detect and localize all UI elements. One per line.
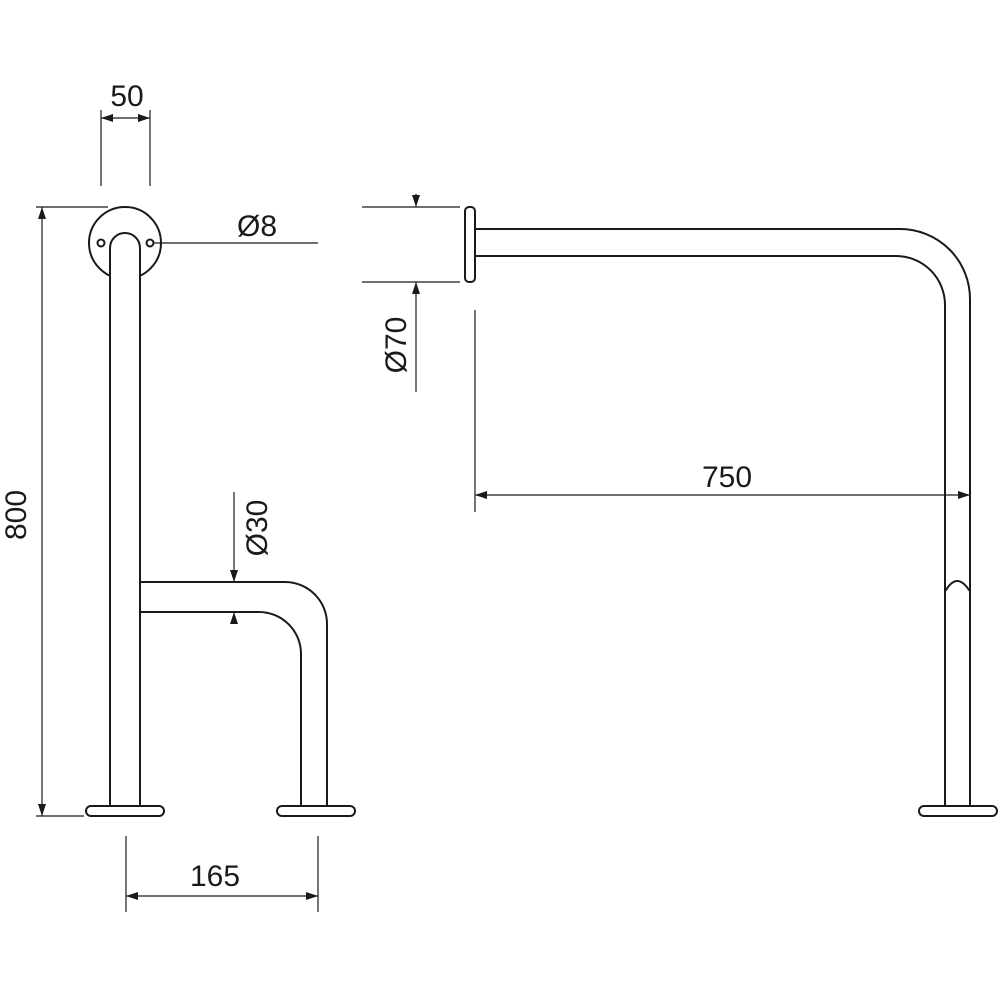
- dim-800: 800: [0, 206, 108, 817]
- dim-label-165: 165: [190, 860, 240, 893]
- dim-label-50: 50: [110, 80, 143, 113]
- arrow-head: [306, 892, 318, 900]
- arrow-head: [138, 114, 150, 122]
- dim-165: 165: [125, 836, 319, 912]
- mounting-hole-left: [96, 238, 106, 248]
- dim-label-flange: Ø70: [380, 317, 413, 374]
- arrow-head: [101, 114, 113, 122]
- arrow-head: [38, 207, 46, 219]
- dim-50: 50: [100, 80, 151, 186]
- foot-plate-left: [85, 805, 165, 817]
- foot-plate: [918, 805, 998, 817]
- dim-label-750: 750: [702, 461, 752, 494]
- main-arm: [474, 228, 971, 809]
- arrow-head: [958, 491, 970, 499]
- dim-label-hole: Ø8: [237, 210, 277, 243]
- dim-tube: Ø30: [230, 492, 274, 624]
- arrow-head: [475, 491, 487, 499]
- break-mark: [945, 580, 970, 591]
- dim-label-tube: Ø30: [241, 500, 274, 557]
- arrow-head: [412, 282, 420, 294]
- dim-hole: Ø8: [154, 210, 318, 244]
- dim-750: 750: [474, 310, 970, 512]
- mounting-hole-right: [145, 238, 155, 248]
- arrow-head: [126, 892, 138, 900]
- arrow-head: [230, 612, 238, 624]
- arrow-head: [230, 570, 238, 582]
- vertical-tube: [109, 232, 141, 807]
- foot-plate-right: [276, 805, 356, 817]
- arrow-head: [412, 195, 420, 207]
- arrow-head: [38, 804, 46, 816]
- wall-flange-side: [464, 206, 476, 283]
- side-view: [464, 206, 998, 817]
- dim-flange: Ø70: [362, 194, 460, 392]
- dim-label-800: 800: [0, 490, 33, 540]
- front-view: [85, 206, 356, 817]
